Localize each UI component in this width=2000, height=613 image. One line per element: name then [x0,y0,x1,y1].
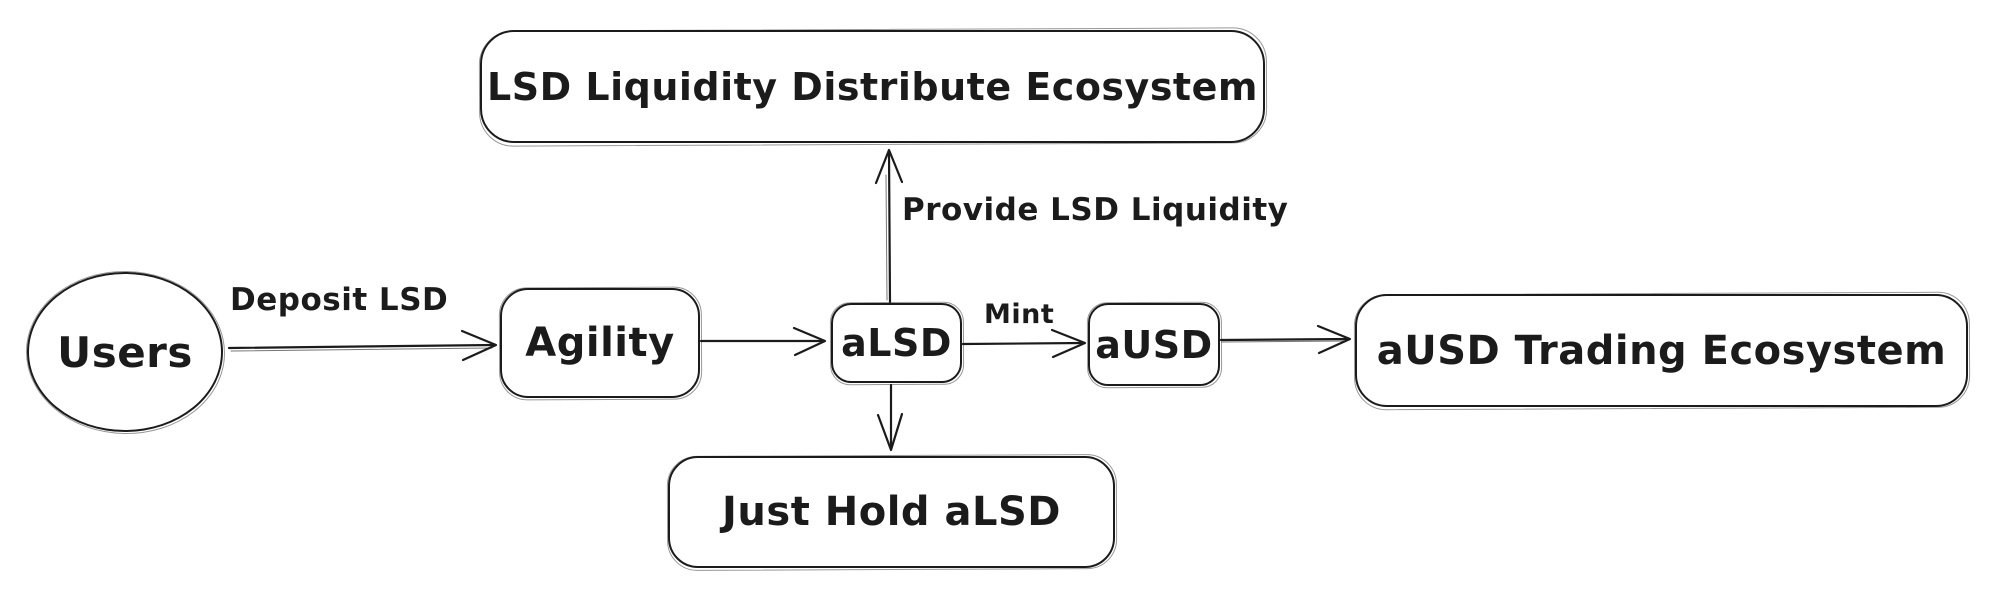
arrow-agility-to-alsd [699,326,827,357]
arrow-alsd-to-ausd [961,328,1087,359]
node-users: Users [27,272,223,432]
node-label: LSD Liquidity Distribute Ecosystem [487,64,1258,109]
node-label: Agility [525,320,675,366]
arrow-ausd-to-trading [1219,324,1352,355]
arrow-users-to-agility [227,329,498,362]
edge-label-mint: Mint [984,299,1055,330]
node-ausd: aUSD [1088,303,1220,386]
node-label: aUSD Trading Ecosystem [1376,327,1947,374]
node-label: Users [57,327,193,377]
arrow-alsd-to-just-hold [876,383,904,452]
arrow-alsd-to-lsd-ecosystem [874,148,904,304]
node-label: Just Hold aLSD [722,489,1061,535]
node-ausd-trading-ecosystem: aUSD Trading Ecosystem [1355,294,1968,407]
node-label: aUSD [1095,322,1213,367]
edge-label-provide-lsd-liquidity: Provide LSD Liquidity [902,192,1289,228]
node-alsd: aLSD [831,303,962,383]
node-just-hold-alsd: Just Hold aLSD [668,456,1115,568]
node-lsd-liquidity-distribute-ecosystem: LSD Liquidity Distribute Ecosystem [480,30,1265,143]
node-agility: Agility [500,288,700,398]
edge-label-deposit-lsd: Deposit LSD [230,282,449,318]
node-label: aLSD [841,321,952,365]
